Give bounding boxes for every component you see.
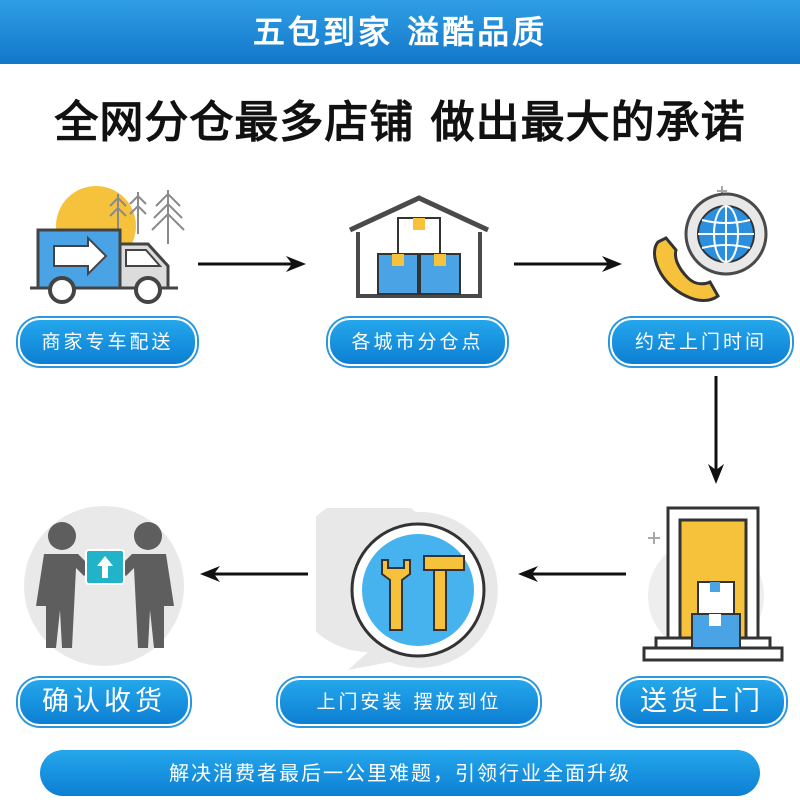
arrow-left-icon <box>200 566 308 582</box>
handover-package-icon <box>24 506 184 666</box>
arrow-left-icon <box>518 566 626 582</box>
arrow-right-icon <box>198 256 306 272</box>
delivery-truck-icon <box>30 186 185 304</box>
step-label-store-delivery: 商家专车配送 <box>18 318 197 366</box>
tools-installation-icon <box>316 508 498 670</box>
step-label-door-delivery: 送货上门 <box>618 678 786 726</box>
phone-globe-icon <box>653 186 768 302</box>
step-label-city-warehouse: 各城市分仓点 <box>328 318 507 366</box>
door-delivery-icon <box>642 506 784 662</box>
step-label-appointment-time: 约定上门时间 <box>610 318 792 366</box>
step-label-confirm-receipt: 确认收货 <box>18 678 190 726</box>
headline: 全网分仓最多店铺 做出最大的承诺 <box>54 97 746 148</box>
arrow-right-icon <box>514 256 622 272</box>
step-label-installation: 上门安装 摆放到位 <box>278 678 540 726</box>
warehouse-icon <box>348 195 490 298</box>
footer-banner: 解决消费者最后一公里难题，引领行业全面升级 <box>40 750 760 796</box>
top-banner: 五包到家 溢酷品质 <box>0 0 800 64</box>
banner-title: 五包到家 溢酷品质 <box>252 13 548 51</box>
arrow-down-icon <box>708 376 724 484</box>
